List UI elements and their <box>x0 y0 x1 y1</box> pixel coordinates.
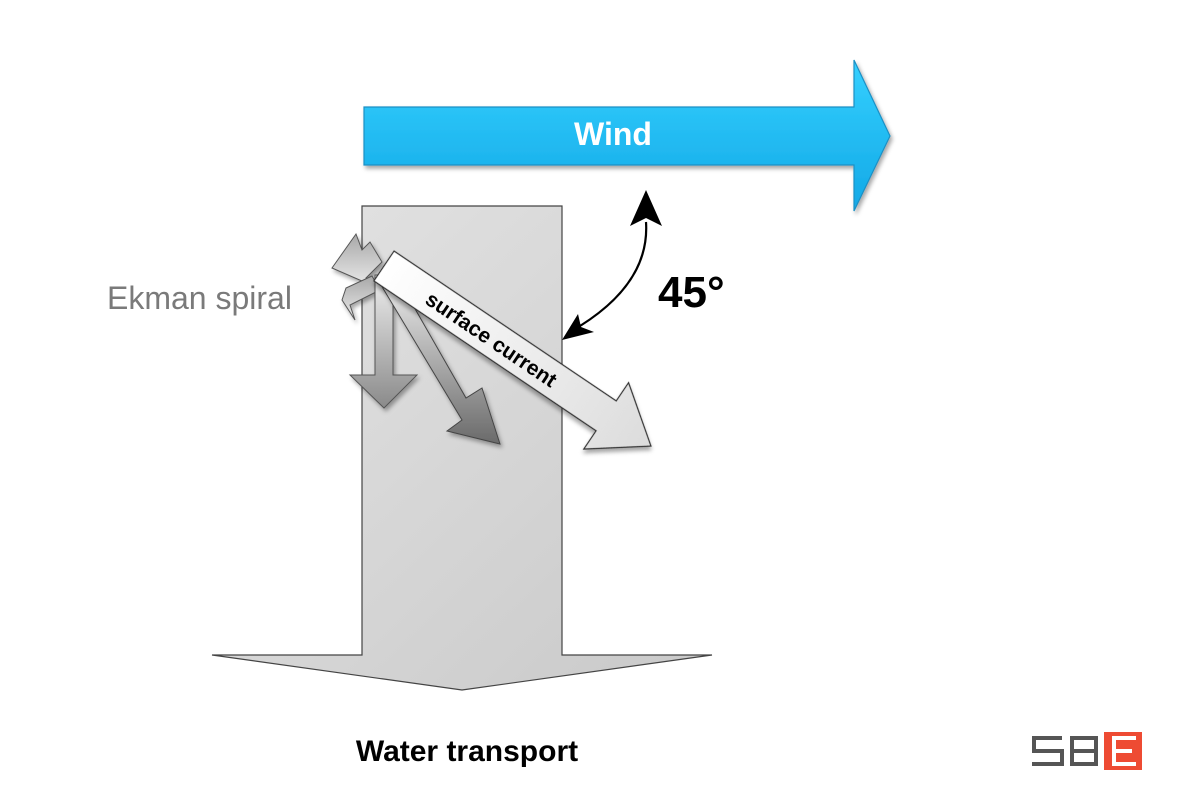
ekman-spiral-arrows <box>331 232 501 445</box>
water-transport-label: Water transport <box>356 735 578 768</box>
wind-label: Wind <box>574 116 652 152</box>
angle-label: 45° <box>658 268 725 317</box>
ekman-arrow-left <box>341 275 381 321</box>
ekman-spiral-label: Ekman spiral <box>107 280 292 316</box>
wind-arrow <box>363 59 891 212</box>
sbe-logo-icon <box>1032 732 1142 770</box>
water-transport-arrow <box>211 205 713 691</box>
angle-double-arrow-icon <box>562 190 662 340</box>
